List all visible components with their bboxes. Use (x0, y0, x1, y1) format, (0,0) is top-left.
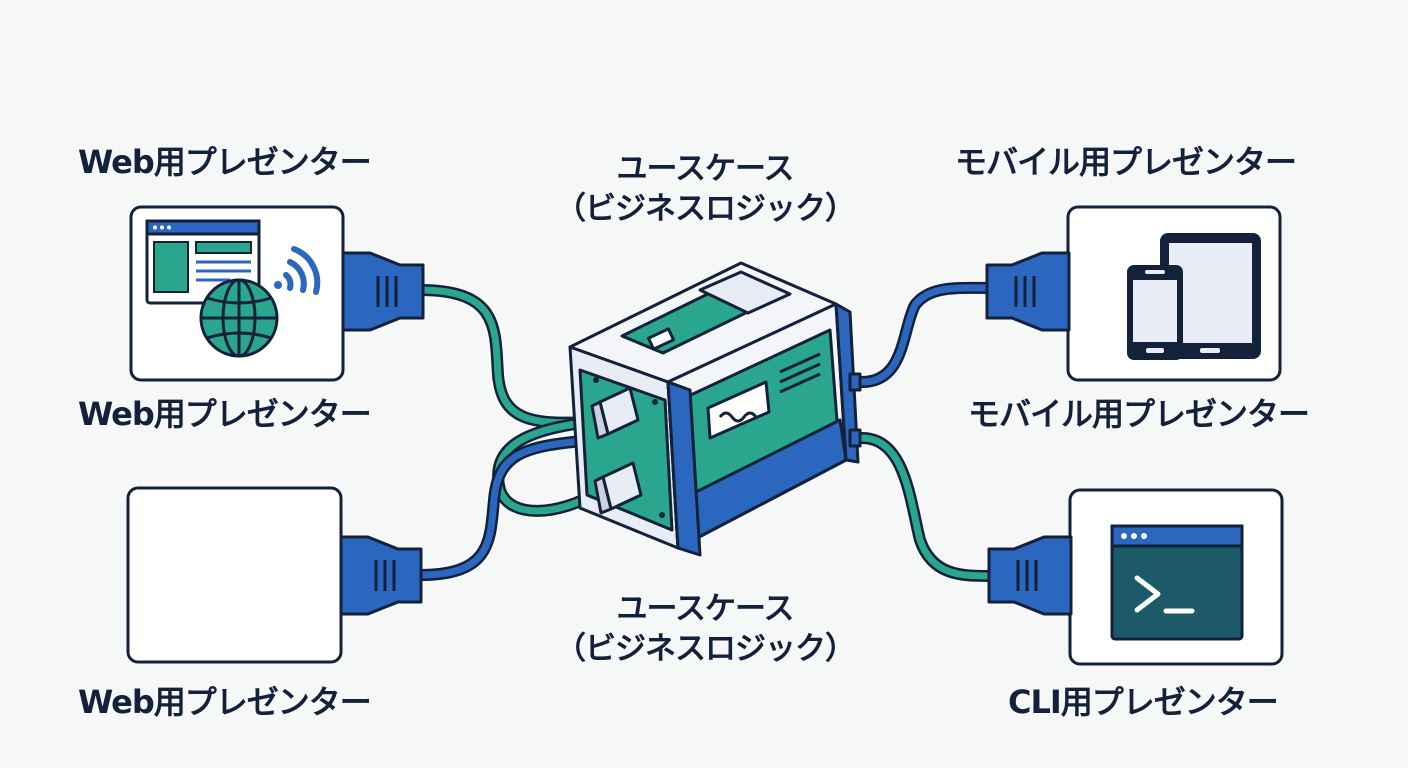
label-usecase-top-line2: （ビジネスロジック） (555, 190, 856, 227)
label-usecase-bottom: ユースケース （ビジネスロジック） (540, 590, 870, 669)
mobile-presenter-card (1066, 205, 1282, 382)
web-presenter-card-top (129, 205, 345, 382)
plug-mobile (985, 251, 1071, 332)
label-usecase-bottom-line2: （ビジネスロジック） (555, 630, 856, 667)
cables (414, 281, 996, 582)
globe-icon (199, 278, 279, 358)
plug-web-top (341, 251, 425, 332)
usecase-core-box-icon (568, 261, 862, 557)
label-web-presenter-top: Web用プレゼンター (78, 143, 372, 181)
label-usecase-top: ユースケース （ビジネスロジック） (540, 150, 870, 229)
label-web-presenter-middle: Web用プレゼンター (78, 395, 372, 433)
label-cli-presenter: CLI用プレゼンター (1008, 683, 1279, 721)
cable-mobile (856, 281, 996, 388)
plug-cli (987, 535, 1073, 616)
smartphone-icon (1127, 265, 1183, 360)
terminal-icon (1110, 524, 1244, 641)
label-mobile-presenter-top: モバイル用プレゼンター (955, 143, 1297, 181)
label-usecase-top-line1: ユースケース (616, 151, 795, 187)
wifi-icon (274, 246, 321, 295)
label-mobile-presenter-middle: モバイル用プレゼンター (968, 395, 1310, 433)
plug-web-bottom (339, 535, 423, 616)
label-web-presenter-bottom: Web用プレゼンター (78, 683, 372, 721)
label-usecase-bottom-line1: ユースケース (616, 591, 795, 627)
web-presenter-card-bottom (126, 486, 343, 664)
cli-presenter-card (1068, 488, 1284, 666)
